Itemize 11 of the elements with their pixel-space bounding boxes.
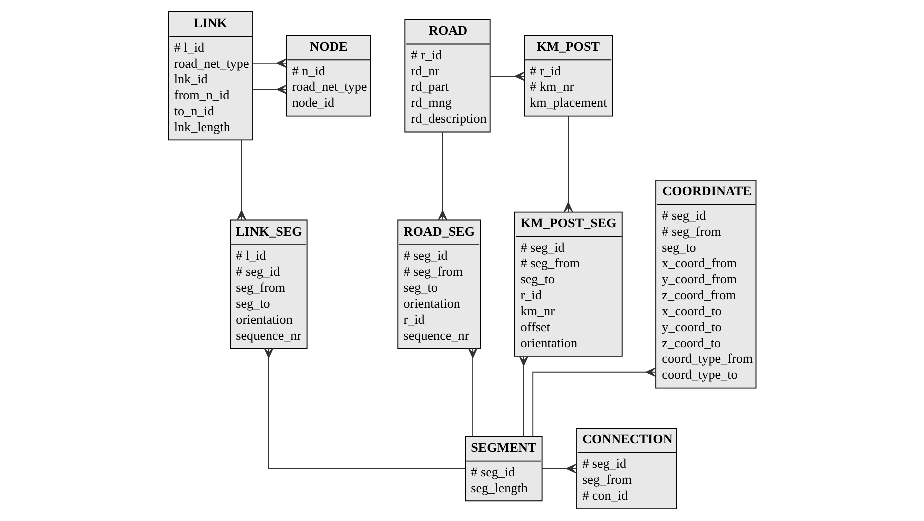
connector	[541, 464, 576, 474]
connector	[490, 72, 524, 82]
connector	[264, 348, 466, 470]
connector	[252, 58, 286, 68]
connector	[252, 84, 286, 94]
connector	[468, 348, 478, 437]
connector	[563, 116, 573, 212]
connector	[518, 356, 528, 437]
connector	[236, 140, 246, 220]
connector	[532, 368, 656, 437]
connector	[438, 132, 448, 221]
